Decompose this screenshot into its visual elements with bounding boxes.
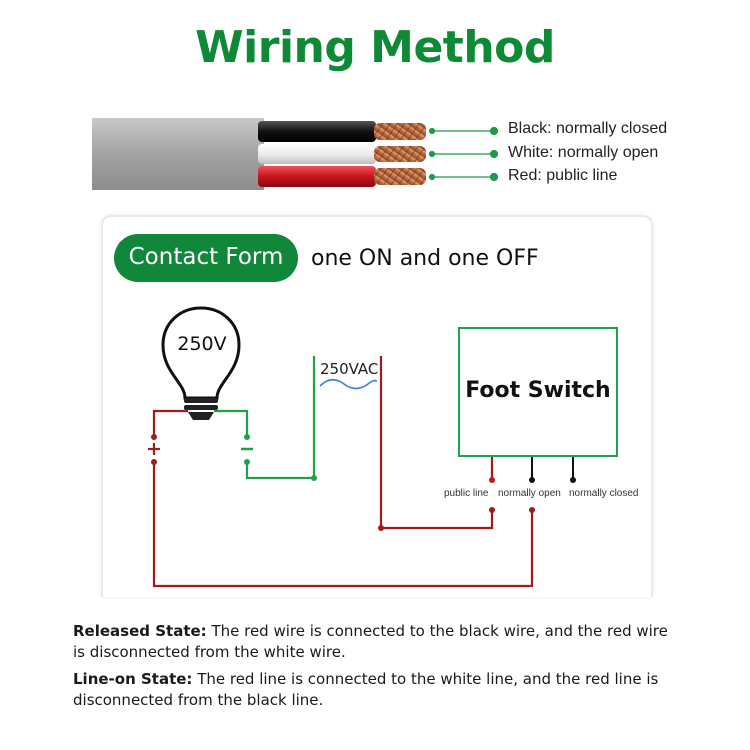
white-wire-strands: [374, 146, 426, 162]
bulb-base: [184, 398, 218, 403]
contact-form-badge: Contact Form: [114, 234, 298, 282]
released-state-description: Released State: The red wire is connecte…: [73, 621, 683, 663]
leader-dot: [428, 150, 436, 158]
page-title: Wiring Method: [195, 22, 555, 73]
green-wire-bulb-to-minus: [214, 409, 249, 437]
released-state-text: The red wire is connected to the black w…: [73, 622, 668, 661]
public-line-pin: [489, 477, 495, 483]
released-state-title: Released State:: [73, 622, 207, 640]
black-wire-label: Black: normally closed: [508, 120, 668, 137]
supply-voltage-label: 250VAC: [320, 360, 379, 378]
bulb-icon: [161, 306, 241, 400]
terminal-dot: [311, 475, 317, 481]
terminal-dot: [151, 434, 157, 440]
contact-form-description: one ON and one OFF: [311, 246, 539, 271]
red-wire-supply-to-public: [379, 356, 494, 530]
terminal-label-public-line: public line: [444, 488, 489, 499]
red-wire-strands: [374, 168, 426, 185]
cable-jacket: [92, 118, 264, 190]
bulb-base: [188, 412, 214, 420]
red-wire-insulation: [258, 166, 376, 187]
ac-wave-icon: [319, 378, 378, 390]
red-wire-bulb-to-plus: [152, 409, 188, 437]
black-wire-strands: [374, 123, 426, 140]
foot-switch-label: Foot Switch: [465, 378, 611, 403]
terminal-dot: [489, 507, 495, 513]
black-wire-insulation: [258, 121, 376, 142]
line-on-state-title: Line-on State:: [73, 670, 193, 688]
line-on-state-text: The red line is connected to the white l…: [73, 670, 659, 709]
terminal-dot: [244, 459, 250, 465]
contact-form-panel: [101, 215, 653, 597]
terminal-dot: [151, 459, 157, 465]
leader-dot: [489, 149, 499, 159]
bulb-voltage-label: 250V: [177, 333, 227, 355]
green-wire-minus-to-supply: [245, 356, 316, 480]
cable-illustration: [92, 118, 499, 190]
bulb-base: [184, 405, 218, 410]
terminal-dot: [529, 507, 535, 513]
leader-dot: [489, 126, 499, 136]
terminal-label-normally-open: normally open: [498, 488, 561, 499]
red-wire-loop-to-switch: [152, 462, 534, 588]
normally-closed-pin: [570, 477, 576, 483]
line-on-state-description: Line-on State: The red line is connected…: [73, 669, 683, 711]
leader-dot: [428, 173, 436, 181]
terminal-dot: [378, 525, 384, 531]
leader-dot: [489, 172, 499, 182]
red-wire-label: Red: public line: [508, 167, 618, 184]
white-wire-label: White: normally open: [508, 144, 659, 161]
foot-switch-box: [458, 327, 618, 457]
leader-dot: [428, 127, 436, 135]
normally-open-pin: [529, 477, 535, 483]
terminal-label-normally-closed: normally closed: [569, 488, 639, 499]
white-wire-insulation: [258, 144, 376, 164]
terminal-dot: [244, 434, 250, 440]
